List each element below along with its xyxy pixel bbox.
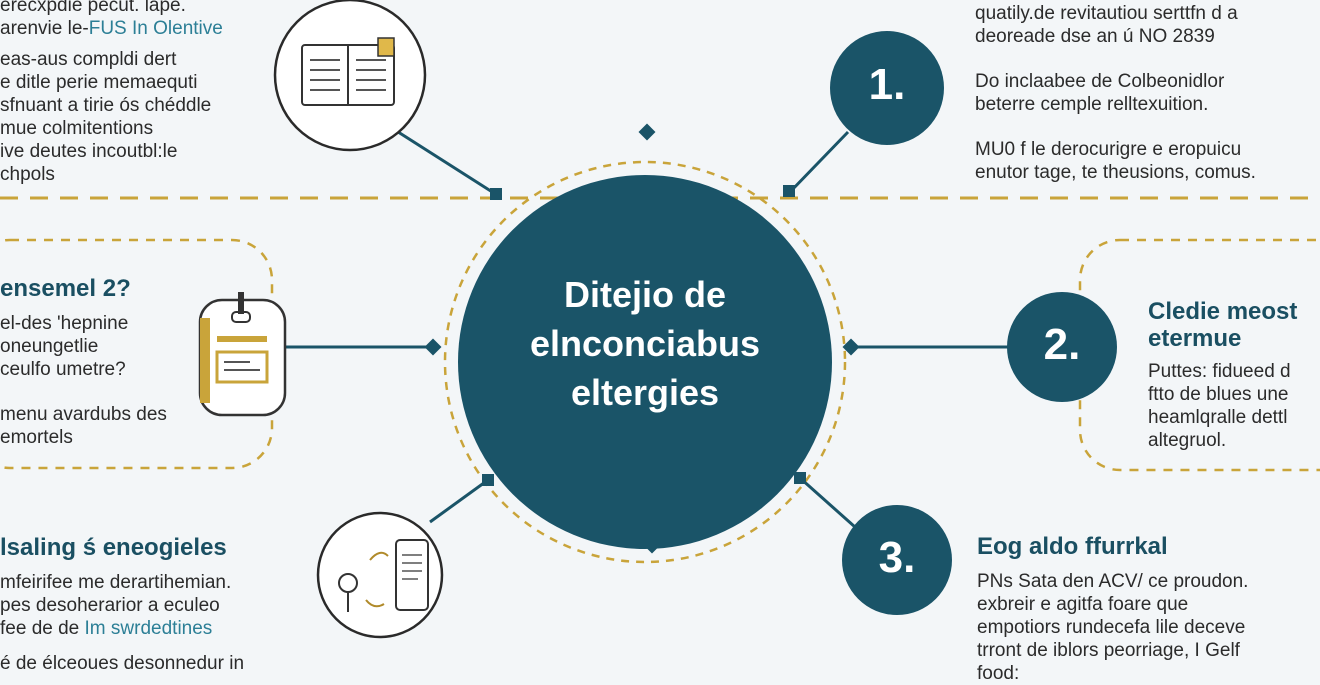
- step-1-circle: [830, 31, 944, 145]
- step-3-text: Eog aldo ffurrkal PNs Sata den ACV/ ce p…: [977, 533, 1249, 684]
- clipboard-badge-icon: [198, 292, 287, 417]
- lightbulb-document-icon: [316, 511, 444, 639]
- left-middle-text: ensemel 2? el-des 'hepnine oneungetlie c…: [0, 275, 167, 448]
- step-2-text: Cledie meost etermue Puttes: fidueed d f…: [1148, 298, 1298, 451]
- center-dashed-ring: [443, 160, 847, 564]
- left-bottom-text: lsaling ś eneogieles mfeirifee me derart…: [0, 534, 245, 674]
- step-2-number: 2.: [1043, 320, 1081, 369]
- book-document-icon: [273, 0, 427, 152]
- step-3-number: 3.: [878, 533, 916, 582]
- step-2-circle: [1007, 292, 1117, 402]
- step-1-text: quatily.de revitautiou serttfn d a deore…: [975, 3, 1256, 183]
- center-circle: [458, 175, 832, 549]
- left-top-text: erecxpdie pecut. lape. arenvie le-FUS In…: [0, 0, 223, 185]
- connectors: [285, 128, 1008, 529]
- center-title: Ditejio de elnconciabus eltergies: [529, 274, 761, 413]
- step-1-number: 1.: [868, 60, 906, 109]
- step-3-circle: [842, 505, 952, 615]
